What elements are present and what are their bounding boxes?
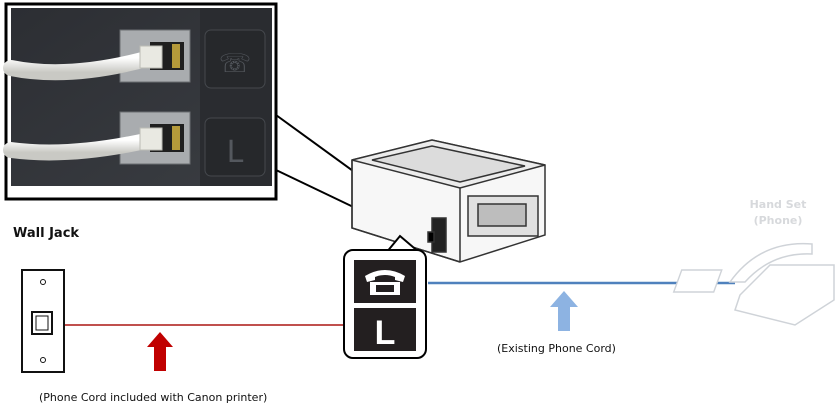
port-closeup-photo: ☏ L bbox=[3, 2, 278, 201]
telephone-icon bbox=[365, 270, 405, 295]
handset-phone-icon bbox=[672, 242, 835, 326]
handset-label: Hand Set (Phone) bbox=[733, 197, 823, 229]
existing-cord-up-arrow-icon bbox=[550, 291, 578, 331]
svg-text:L: L bbox=[227, 135, 244, 170]
wall-jack-label: Wall Jack bbox=[13, 226, 80, 241]
line-l-icon: L bbox=[375, 314, 396, 352]
svg-text:☏: ☏ bbox=[219, 49, 252, 79]
printer-icon bbox=[351, 139, 546, 263]
handset-label-line2: (Phone) bbox=[753, 214, 803, 227]
port-label-callout bbox=[343, 234, 427, 359]
canon-phone-cord-label: (Phone Cord included with Canon printer) bbox=[39, 391, 268, 404]
handset-label-line1: Hand Set bbox=[749, 198, 807, 211]
canon-cord-up-arrow-icon bbox=[147, 332, 173, 371]
wall-jack-icon bbox=[21, 269, 65, 373]
existing-phone-cord-label: (Existing Phone Cord) bbox=[497, 342, 616, 355]
